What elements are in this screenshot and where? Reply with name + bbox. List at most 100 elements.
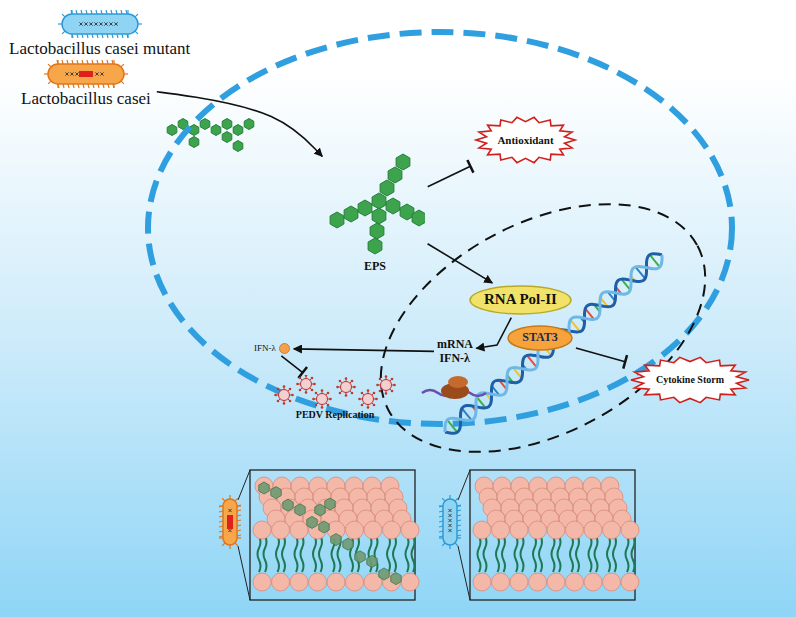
membrane-inset-part: [473, 521, 491, 539]
virus-icons-part-part: [345, 394, 348, 397]
membrane-inset-part: [375, 536, 378, 572]
virus-icons-part-part: [283, 385, 286, 388]
membrane-inset-part: [484, 536, 487, 572]
bacterium-icon-part-part: [70, 72, 73, 75]
leader-line: [238, 546, 250, 600]
membrane-inset-part: [250, 470, 415, 600]
eps-hexagon: [343, 538, 353, 550]
eps-node: EPS: [325, 150, 425, 274]
eps-hexagon: [222, 119, 232, 130]
virus-icons-part-part: [393, 384, 396, 387]
eps-hexagon: [211, 125, 221, 136]
eps-hexagon: [307, 516, 317, 528]
membrane-inset-part: [319, 536, 322, 572]
eps-hexagon: [233, 141, 243, 152]
virus-icons-part-part: [363, 394, 374, 405]
membrane-inset-part: [470, 470, 635, 600]
virus-icons-part-part: [315, 392, 318, 395]
eps-hexagon: [200, 119, 210, 130]
bacterium-icon-part-part: [94, 22, 97, 25]
node-label: Lactobacillus casei: [21, 89, 151, 109]
virus-icons-part-part: [376, 384, 379, 387]
eps-hexagon: [271, 487, 281, 499]
eps-hexagon: [331, 534, 341, 546]
eps-icon: [325, 150, 425, 260]
connector: [428, 166, 471, 186]
membrane-inset-part: [290, 573, 308, 591]
membrane-inset-part: [253, 521, 271, 539]
membrane-inset-part: [621, 573, 639, 591]
membrane-inset-part: [529, 573, 547, 591]
virus-icons-part-part: [375, 398, 378, 401]
membrane-inset-part: [621, 521, 639, 539]
membrane-inset-part: [492, 573, 510, 591]
bacterium-icon-part: [448, 509, 451, 512]
bacterium-icon-part-part: [100, 72, 103, 75]
bacterium-icon-part-part: [109, 22, 112, 25]
membrane-inset-part: [632, 536, 635, 572]
eps-hexagon: [189, 137, 199, 148]
ellipse-path: [508, 326, 572, 350]
eps-hexagon: [386, 198, 400, 214]
leader-lines: [238, 470, 470, 600]
virus-icons-part-part: [367, 389, 370, 392]
connector: [157, 92, 322, 157]
membrane-inset-part: [290, 521, 308, 539]
membrane-inset-part: [406, 536, 409, 572]
virus-icons-part-part: [373, 392, 376, 395]
membrane-inset-part: [558, 536, 561, 572]
dna-helix-part: [445, 254, 662, 434]
eps-hexagon: [358, 200, 372, 216]
virus-icons-part-part: [381, 380, 392, 391]
membrane-inset-part: [272, 573, 290, 591]
eps-hexagon: [372, 208, 386, 224]
eps-hexagon: [283, 499, 293, 511]
bacterium-icon-part: [448, 514, 451, 517]
membrane-inset-part: [313, 536, 316, 572]
bacterium-node: Lactobacillus casei mutant: [6, 9, 193, 59]
bacterium-icon-part: [443, 499, 457, 545]
membrane-inset-part: [603, 573, 621, 591]
virus-icons-part-part: [277, 400, 280, 403]
node-label: EPS: [364, 260, 386, 274]
virus-icons-part-part: [379, 378, 382, 381]
virus-icons-part-part: [327, 404, 330, 407]
bacterium-node: Lactobacillus casei: [18, 59, 154, 109]
virus-icons-part-part: [299, 377, 302, 380]
ellipse-path: [470, 286, 571, 314]
membrane-inset-part: [478, 536, 481, 572]
node-label: IFN-λ: [254, 343, 276, 353]
virus-icons-part-part: [312, 398, 315, 401]
eps-hexagon: [388, 167, 402, 183]
membrane-inset-part: [295, 536, 298, 572]
virus-icons-part: [376, 375, 396, 395]
bacterium-icon-part: [227, 515, 233, 529]
connector: [476, 318, 511, 349]
membrane-inset-part: [401, 521, 419, 539]
leader-line: [458, 546, 470, 600]
bacterium-icon-part-part: [62, 14, 138, 34]
virus-icons-part-part: [305, 375, 308, 377]
membrane-inset-part: [595, 536, 598, 572]
bacterium-icon: [57, 9, 143, 39]
membrane-inset-part: [552, 536, 555, 572]
bacterium-icon: [219, 495, 241, 549]
eps-hexagon: [315, 504, 325, 516]
membrane-inset-part: [346, 573, 364, 591]
virus-icons-part-part: [305, 391, 308, 394]
node-label: PEDV Replication: [296, 409, 374, 421]
ribosome-small: [448, 376, 468, 388]
eps-hexagon: [355, 551, 365, 563]
virus-icons-part-part: [327, 392, 330, 395]
membrane-inset-part: [393, 536, 396, 572]
virus-icons-part-part: [311, 377, 314, 380]
virus-icons-part-part: [274, 394, 277, 397]
dna-helix-part: [635, 267, 645, 279]
eps-hexagon: [330, 212, 344, 228]
eps-hexagon: [379, 568, 389, 580]
node-label: Antioxidant: [497, 134, 553, 147]
eps-hexagon: [319, 521, 329, 533]
eps-hexagon: [367, 555, 377, 567]
virus-icons-part-part: [311, 389, 314, 392]
